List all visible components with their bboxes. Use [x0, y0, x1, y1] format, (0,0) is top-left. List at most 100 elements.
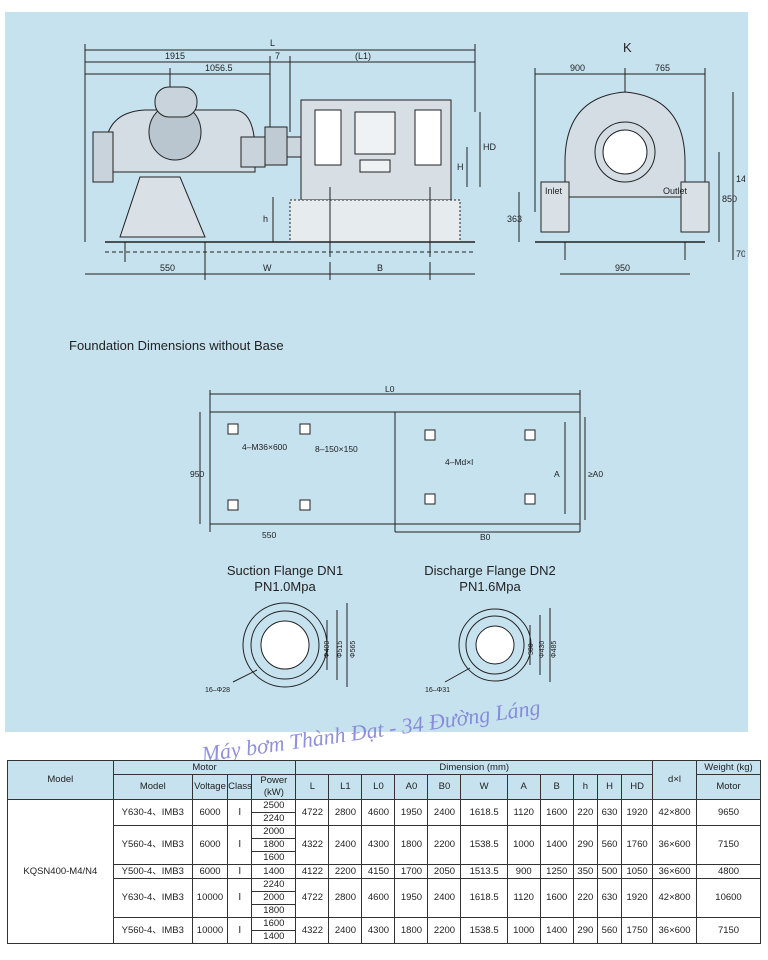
cell-L: 4322	[295, 917, 330, 944]
cell-L1: 2400	[328, 917, 363, 944]
cell-B: 1400	[539, 917, 574, 944]
power-value: 2500	[263, 800, 285, 811]
cell-W: 1618.5	[460, 799, 508, 826]
cell-A: 1000	[506, 825, 541, 865]
cell-class: Ⅰ	[227, 917, 253, 944]
th-L0: L0	[361, 774, 396, 800]
bolt2-label: 4–Md×l	[445, 457, 473, 467]
cell-L: 4122	[295, 864, 330, 879]
discharge-bolts: 16–Φ31	[425, 687, 450, 694]
cell-weight: 7150	[696, 825, 761, 865]
hole-label: 8–150×150	[315, 444, 358, 454]
power-value: 1400	[252, 930, 296, 943]
th-B: B	[539, 774, 574, 800]
end-view-title: K	[623, 40, 632, 55]
cell-L: 4722	[295, 878, 330, 918]
cell-B: 1400	[539, 825, 574, 865]
dim-W: W	[263, 263, 272, 273]
cell-A0: 1800	[394, 917, 429, 944]
cell-L0: 4300	[361, 917, 396, 944]
dim-H: H	[457, 162, 464, 172]
cell-A: 900	[506, 864, 541, 879]
th-motor: Motor	[112, 760, 297, 775]
dim-A0: ≥A0	[588, 469, 603, 479]
cell-h: 290	[572, 917, 598, 944]
cell-W: 1538.5	[460, 825, 508, 865]
cell-L1: 2400	[328, 825, 363, 865]
cell-HD: 1760	[621, 825, 653, 865]
th-class: Class	[227, 774, 253, 800]
th-HD: HD	[621, 774, 653, 800]
cell-B0: 2400	[427, 799, 462, 826]
cell-dxl: 42×800	[651, 878, 698, 918]
cell-class: Ⅰ	[227, 799, 253, 826]
cell-model: Y560-4、IMB3	[112, 917, 193, 944]
cell-L1: 2200	[328, 864, 363, 879]
dim-h: h	[263, 214, 268, 224]
cell-voltage: 6000	[191, 799, 229, 826]
cell-model: Y560-4、IMB3	[112, 825, 193, 865]
cell-L0: 4600	[361, 799, 396, 826]
dim-d300: 300	[528, 643, 535, 655]
cell-power: 1400	[251, 864, 297, 879]
cell-B: 1600	[539, 878, 574, 918]
power-value: 1800	[252, 904, 296, 917]
dim-L1: (L1)	[355, 51, 371, 61]
cell-H: 560	[596, 825, 623, 865]
dim-363: 363	[507, 214, 522, 224]
dim-d400: Φ400	[324, 641, 331, 658]
cell-class: Ⅰ	[227, 878, 253, 918]
cell-L0: 4300	[361, 825, 396, 865]
discharge-flange: 300 Φ430 Φ485 16–Φ31	[425, 608, 558, 694]
power-value: 1800	[252, 838, 296, 851]
cell-W: 1618.5	[460, 878, 508, 918]
dim-70: 70	[736, 249, 745, 259]
th-L1: L1	[328, 774, 363, 800]
cell-H: 630	[596, 878, 623, 918]
power-value: 1600	[263, 918, 285, 929]
cell-h: 220	[572, 878, 598, 918]
cell-H: 560	[596, 917, 623, 944]
cell-HD: 1050	[621, 864, 653, 879]
cell-model: Y500-4、IMB3	[112, 864, 193, 879]
dim-1454: 1454	[736, 174, 745, 184]
dim-A: A	[554, 469, 560, 479]
inlet-label: Inlet	[545, 186, 563, 196]
th-B0: B0	[427, 774, 462, 800]
pump-side-view: L 1915 7 (L1) 1056.5 550 W B h H HD	[84, 38, 496, 280]
suction-flange: Φ400 Φ515 Φ565 16–Φ28	[205, 602, 357, 694]
power-value: 2240	[263, 879, 285, 890]
cell-B0: 2200	[427, 917, 462, 944]
dim-900: 900	[570, 63, 585, 73]
suction-bolts: 16–Φ28	[205, 687, 230, 694]
cell-weight: 9650	[696, 799, 761, 826]
cell-voltage: 10000	[191, 917, 229, 944]
cell-L: 4722	[295, 799, 330, 826]
dim-HD: HD	[483, 142, 496, 152]
th-motor-model: Model	[112, 774, 193, 800]
th-model: Model	[7, 760, 114, 800]
power-value: 1400	[263, 865, 285, 877]
cell-dxl: 42×800	[651, 799, 698, 826]
discharge-title-line1: Discharge Flange DN2	[424, 563, 556, 578]
dim-950-foundation: 950	[190, 469, 204, 479]
cell-voltage: 6000	[191, 864, 229, 879]
dim-550: 550	[160, 263, 175, 273]
dim-1915: 1915	[165, 51, 185, 61]
cell-H: 630	[596, 799, 623, 826]
cell-class: Ⅰ	[227, 864, 253, 879]
dim-1056: 1056.5	[205, 63, 233, 73]
cell-L: 4322	[295, 825, 330, 865]
dim-d515: Φ515	[337, 641, 344, 658]
dim-B: B	[377, 263, 383, 273]
th-h: h	[572, 774, 598, 800]
cell-B0: 2200	[427, 825, 462, 865]
th-W: W	[460, 774, 508, 800]
dim-550-foundation: 550	[262, 530, 276, 540]
cell-B0: 2050	[427, 864, 462, 879]
